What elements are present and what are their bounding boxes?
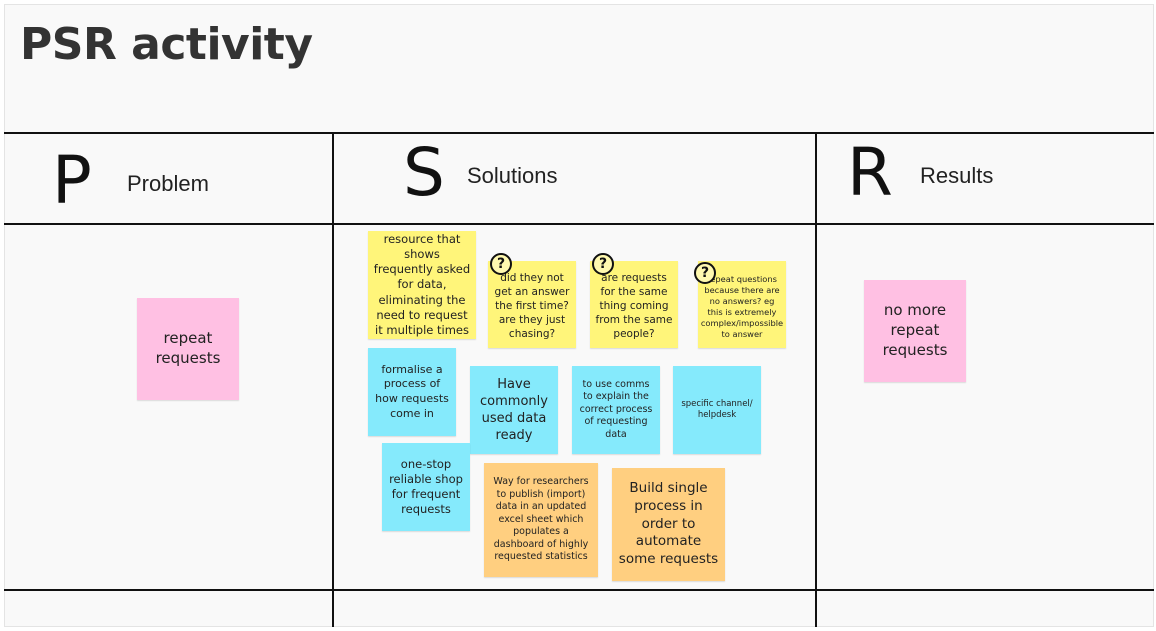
sticky-note-formalise[interactable]: formalise a process of how requests come… [368,348,456,436]
column-letter-problem: P [52,142,92,219]
sticky-note-resource[interactable]: resource that shows frequently asked for… [368,231,476,339]
sticky-note-text: Build single process in order to automat… [618,479,719,568]
sticky-note-text: are requests for the same thing coming f… [595,272,673,340]
sticky-note-text: formalise a process of how requests come… [375,362,449,420]
grid-line-header-top [4,132,1154,134]
question-mark-icon: ? [592,253,614,275]
sticky-note-helpdesk[interactable]: specific channel/ helpdesk [673,366,761,454]
column-letter-results: R [847,134,893,211]
grid-line-footer [4,589,1154,591]
sticky-note-one-stop-shop[interactable]: one-stop reliable shop for frequent requ… [382,443,470,531]
question-mark-icon: ? [694,262,716,284]
sticky-note-text: Have commonly used data ready [480,376,548,444]
column-name-results: Results [920,163,994,188]
sticky-note-publish-data[interactable]: Way for researchers to publish (import) … [484,463,598,577]
grid-line-col2 [815,133,817,627]
sticky-note-text: specific channel/ helpdesk [681,398,753,420]
sticky-note-problem[interactable]: repeat requests [137,298,239,400]
sticky-note-text: did they not get an answer the first tim… [494,272,570,340]
sticky-note-text: repeat questions because there are no an… [700,274,784,339]
sticky-note-same-people[interactable]: are requests for the same thing coming f… [590,261,678,348]
question-mark-icon: ? [490,253,512,275]
board-title: PSR activity [20,19,313,70]
column-name-problem: Problem [127,171,209,196]
sticky-note-comms[interactable]: to use comms to explain the correct proc… [572,366,660,454]
sticky-note-have-data-ready[interactable]: Have commonly used data ready [470,366,558,454]
column-letter-solutions: S [403,134,445,211]
sticky-note-text: no more repeat requests [882,301,948,359]
column-name-solutions: Solutions [467,163,558,188]
sticky-note-text: resource that shows frequently asked for… [373,231,471,337]
sticky-note-text: repeat requests [155,329,221,367]
sticky-note-text: Way for researchers to publish (import) … [493,476,589,563]
sticky-note-text: to use comms to explain the correct proc… [579,378,653,440]
grid-line-col1 [332,133,334,627]
sticky-note-single-process[interactable]: Build single process in order to automat… [612,468,725,581]
sticky-note-result[interactable]: no more repeat requests [864,280,966,382]
sticky-note-text: one-stop reliable shop for frequent requ… [389,456,463,517]
sticky-note-chasing[interactable]: did they not get an answer the first tim… [488,261,576,348]
grid-line-header-bottom [4,223,1154,225]
